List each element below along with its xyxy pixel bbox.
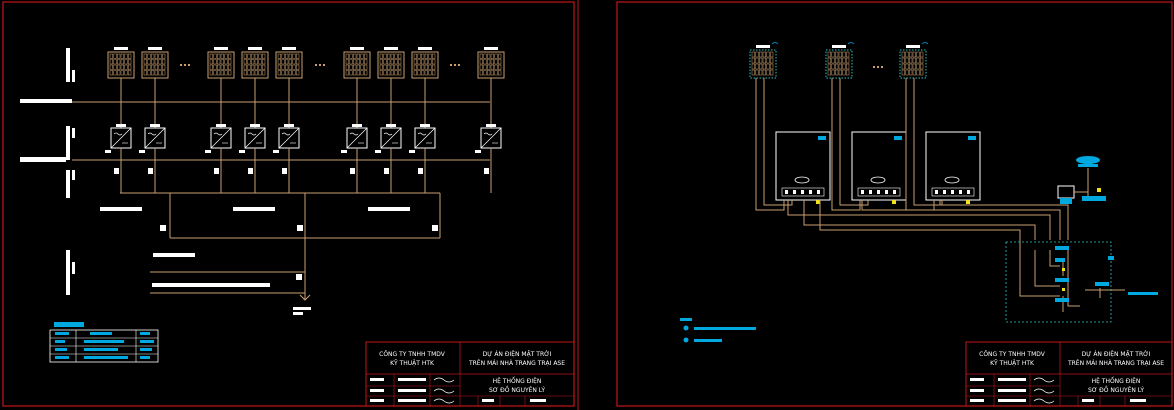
legend-right	[680, 318, 756, 343]
breaker-marks-right	[1062, 268, 1065, 291]
project-name-line2: TRÊN MÁI NHÀ TRANG TRẠI ASE	[468, 359, 565, 367]
wiring-right	[787, 200, 1125, 312]
solar-panel-module	[343, 47, 371, 79]
drawing-title-line1-right: HỆ THỐNG ĐIỆN	[1092, 377, 1141, 385]
inverter-symbol	[375, 124, 402, 153]
inverter-row-left	[105, 124, 502, 193]
solar-panel-module	[241, 47, 269, 79]
company-name-line1: CÔNG TY TNHH TMDV	[379, 351, 446, 358]
continuation-dots-right	[873, 66, 883, 68]
drawing-title-line1: HỆ THỐNG ĐIỆN	[493, 377, 542, 385]
drawing-title-line2-right: SƠ ĐỒ NGUYÊN LÝ	[1088, 385, 1144, 394]
project-name-line1: DỰ ÁN ĐIỆN MẶT TRỜI	[483, 350, 552, 358]
solar-panel-module	[477, 47, 505, 79]
solar-panel-array-left	[107, 47, 505, 128]
sheet-right-frame	[616, 1, 1173, 407]
solar-panel-array-right	[749, 42, 929, 79]
inverter-cabinet	[851, 131, 907, 204]
distribution-box-labels	[1055, 246, 1158, 302]
inverter-symbol	[341, 124, 368, 153]
drawing-title-line2: SƠ ĐỒ NGUYÊN LÝ	[489, 385, 545, 394]
monitoring-unit	[1057, 156, 1106, 204]
signature-marks-right	[1033, 377, 1055, 404]
title-block-left: CÔNG TY TNHH TMDV KỸ THUẬT HTK DỰ ÁN ĐIỆ…	[365, 341, 575, 407]
solar-panel-module	[825, 45, 853, 79]
signature-marks	[433, 377, 455, 404]
inverter-cabinet	[775, 131, 831, 204]
sheet-left: CÔNG TY TNHH TMDV KỸ THUẬT HTK DỰ ÁN ĐIỆ…	[2, 0, 579, 410]
left-vertical-labels	[20, 48, 75, 295]
busbars-left	[72, 101, 490, 300]
solar-panel-module	[749, 45, 777, 79]
inverter-cabinet	[925, 131, 981, 204]
company-name-line2-right: KỸ THUẬT HTK	[990, 360, 1035, 367]
breaker-labels-left	[100, 207, 438, 315]
sheet-left-frame	[2, 1, 575, 407]
continuation-dots	[180, 64, 460, 66]
title-block-right: CÔNG TY TNHH TMDV KỸ THUẬT HTK DỰ ÁN ĐIỆ…	[965, 341, 1173, 407]
solar-panel-module	[141, 47, 169, 79]
solar-panel-module	[899, 45, 927, 79]
distribution-box	[1005, 241, 1112, 323]
legend-table-left	[49, 322, 159, 363]
company-name-line1-right: CÔNG TY TNHH TMDV	[979, 351, 1046, 358]
solar-panel-module	[411, 47, 439, 79]
company-name-line2: KỸ THUẬT HTK	[390, 360, 435, 367]
sheet-right: CÔNG TY TNHH TMDV KỸ THUẬT HTK DỰ ÁN ĐIỆ…	[616, 1, 1173, 407]
inverter-cabinets-right	[755, 78, 981, 211]
project-name-line2-right: TRÊN MÁI NHÀ TRANG TRẠI ASE	[1067, 359, 1164, 367]
project-name-line1-right: DỰ ÁN ĐIỆN MẶT TRỜI	[1082, 350, 1151, 358]
